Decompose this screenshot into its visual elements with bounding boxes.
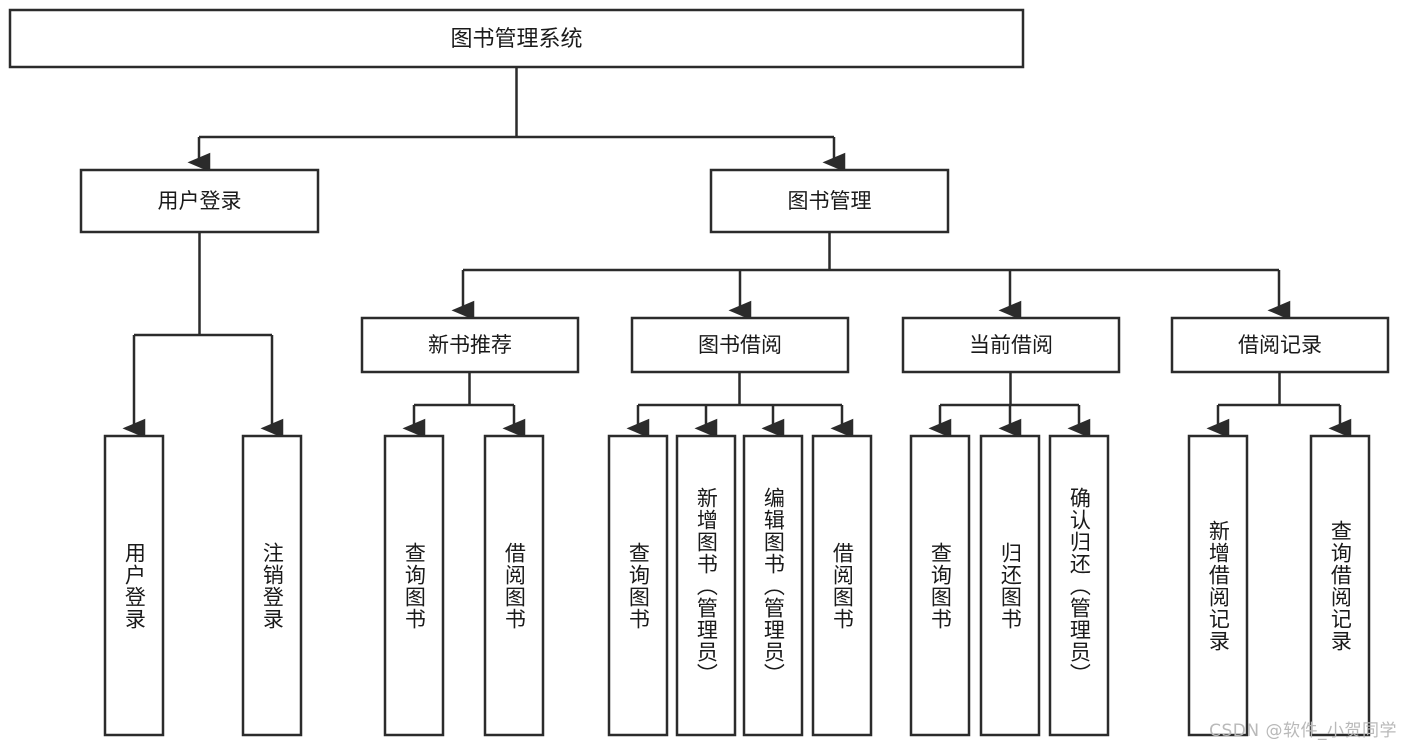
leaf-logout[interactable]: [243, 436, 301, 735]
leaf-return-books[interactable]: [981, 436, 1039, 735]
connector-borrow-to-leaves: [626, 372, 854, 439]
connector-records-to-leaves: [1206, 372, 1352, 439]
connector-root-to-level2: [187, 67, 846, 173]
leaf-box: [383, 434, 445, 737]
node-root-label: 图书管理系统: [450, 27, 582, 52]
leaf-query-books-newbook[interactable]: [385, 436, 443, 735]
leaf-box: [607, 434, 669, 737]
node-user-login[interactable]: 用户登录: [79, 168, 320, 234]
node-new-book-recommend[interactable]: 新书推荐: [360, 316, 580, 374]
leaf-box: [1048, 434, 1110, 737]
connector-booksmgmt-to-level3: [451, 232, 1291, 321]
watermark: CSDN @软件_小贺同学: [1209, 721, 1397, 741]
leaf-box: [675, 434, 737, 737]
leaf-box: [1309, 434, 1371, 737]
connector-userlogin-to-leaves: [122, 232, 284, 439]
node-borrow-records-label: 借阅记录: [1238, 333, 1322, 357]
connector-newbooks-to-leaves: [402, 372, 526, 439]
leaf-node-boxes: [103, 434, 1371, 737]
leaf-box: [103, 434, 165, 737]
leaf-query-borrow-record[interactable]: [1311, 436, 1369, 735]
leaf-box: [241, 434, 303, 737]
node-book-borrow-label: 图书借阅: [698, 333, 782, 357]
leaf-box: [1187, 434, 1249, 737]
leaf-confirm-return-admin[interactable]: [1050, 436, 1108, 735]
node-book-borrow[interactable]: 图书借阅: [630, 316, 850, 374]
node-current-borrow-label: 当前借阅: [969, 333, 1053, 357]
leaf-query-books-borrow[interactable]: [609, 436, 667, 735]
leaf-box: [909, 434, 971, 737]
leaf-borrow-books-newbook[interactable]: [485, 436, 543, 735]
node-borrow-records[interactable]: 借阅记录: [1170, 316, 1390, 374]
node-book-management[interactable]: 图书管理: [709, 168, 950, 234]
node-current-borrow[interactable]: 当前借阅: [901, 316, 1121, 374]
leaf-borrow-books[interactable]: [813, 436, 871, 735]
leaf-box: [979, 434, 1041, 737]
leaf-add-book-admin[interactable]: [677, 436, 735, 735]
leaf-user-login[interactable]: [105, 436, 163, 735]
leaf-box: [811, 434, 873, 737]
node-new-book-recommend-label: 新书推荐: [428, 333, 512, 357]
node-book-management-label: 图书管理: [788, 189, 872, 213]
leaf-add-borrow-record[interactable]: [1189, 436, 1247, 735]
connector-current-to-leaves: [928, 372, 1091, 439]
leaf-box: [742, 434, 804, 737]
leaf-box: [483, 434, 545, 737]
leaf-query-books-current[interactable]: [911, 436, 969, 735]
leaf-edit-book-admin[interactable]: [744, 436, 802, 735]
node-user-login-label: 用户登录: [158, 189, 242, 213]
node-root[interactable]: 图书管理系统: [8, 8, 1025, 69]
